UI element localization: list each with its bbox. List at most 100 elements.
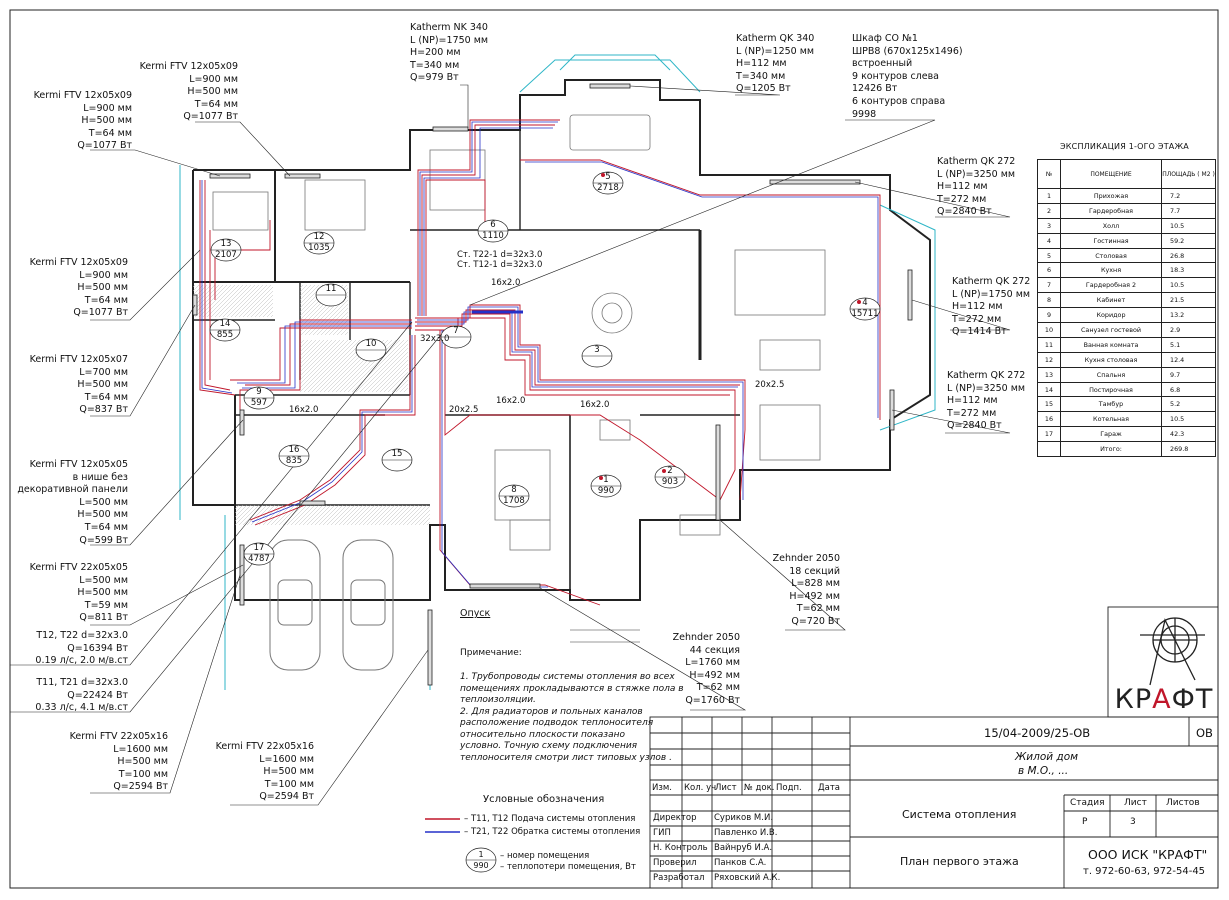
title-block-column-header: № док. [744, 783, 775, 793]
sheet-value: 3 [1130, 817, 1136, 827]
table-cell: 11 [1037, 336, 1061, 353]
pipe-label-riser-t12: Ст. Т12-1 d=32x3.0 [457, 260, 543, 270]
pipe-label: 16x2.0 [289, 405, 319, 415]
explication-title: ЭКСПЛИКАЦИЯ 1-ОГО ЭТАЖА [1060, 142, 1189, 151]
notes-title: Примечание: [460, 648, 522, 658]
table-cell: Столовая [1060, 247, 1162, 264]
table-cell: 6.8 [1161, 381, 1216, 398]
convector-callout: Katherm QK 272 L (NP)=3250 мм H=112 мм T… [947, 370, 1026, 432]
table-cell: Коридор [1060, 307, 1162, 324]
table-row: Итого:269.8 [1037, 441, 1216, 458]
table-cell: 12.4 [1161, 351, 1216, 368]
doc-code: 15/04-2009/25-ОВ [984, 726, 1091, 740]
logo-text: КРАФТ [1114, 684, 1214, 715]
table-cell: 9 [1037, 307, 1061, 324]
section-code: ОВ [1196, 726, 1213, 740]
table-cell: Гардеробная 2 [1060, 277, 1162, 294]
convector-callout: Katherm QK 272 L (NP)=3250 мм H=112 мм T… [937, 156, 1016, 218]
room-number: 12 [313, 232, 325, 242]
table-cell: 269.8 [1161, 441, 1216, 458]
staff-role: ГИП [653, 828, 671, 838]
room-number: 10 [365, 339, 377, 349]
table-cell: Прихожая [1060, 188, 1162, 204]
room-number: 5 [605, 172, 611, 182]
notes-body: 1. Трубопроводы системы отопления во все… [460, 672, 684, 763]
sheets-label: Листов [1166, 798, 1200, 808]
table-cell: Ванная комната [1060, 336, 1162, 353]
title-block-column-header: Подп. [776, 783, 802, 793]
title-block-grid [649, 606, 1219, 889]
object-location: в М.О., ... [1018, 765, 1069, 777]
garage-cars [269, 539, 394, 671]
system-name: Система отопления [902, 808, 1017, 821]
table-cell: Спальня [1060, 366, 1162, 383]
sheet-name: План первого этажа [900, 855, 1019, 868]
table-cell: 5.2 [1161, 396, 1216, 413]
table-cell: Итого: [1060, 441, 1162, 458]
title-block-column-header: Кол. уч [684, 783, 717, 793]
room-heat-loss: 2107 [215, 250, 237, 260]
table-cell: Кухня [1060, 262, 1162, 279]
pipe-label: 20x2.5 [755, 380, 785, 390]
company-name: ООО ИСК "КРАФТ" [1088, 847, 1208, 862]
pipe-label: 20x2.5 [449, 405, 479, 415]
table-cell: 9.7 [1161, 366, 1216, 383]
return-pipes [201, 121, 879, 588]
room-number: 14 [219, 319, 231, 329]
table-cell: 8 [1037, 292, 1061, 309]
table-cell: 1 [1037, 188, 1061, 204]
room-number: 9 [256, 387, 262, 397]
thermostat-markers [599, 173, 861, 480]
staff-name: Панков С.А. [714, 858, 767, 868]
table-cell: 26.8 [1161, 247, 1216, 264]
legend-tag-heatloss: 990 [473, 861, 489, 870]
convector-callout: Katherm NK 340 L (NP)=1750 мм H=200 мм T… [410, 22, 489, 84]
pipe-label: 16x2.0 [496, 396, 526, 406]
legend-tag-number: 1 [478, 850, 484, 859]
column-header: № [1037, 159, 1061, 189]
staff-name: Суриков М.И. [714, 813, 774, 823]
table-cell: 2.9 [1161, 322, 1216, 338]
title-block-column-header: Дата [818, 783, 841, 793]
table-cell: 13 [1037, 366, 1061, 383]
room-number: 11 [325, 284, 337, 294]
room-heat-loss: 835 [285, 456, 303, 466]
table-cell: 7.7 [1161, 202, 1216, 219]
logo-mark [1140, 617, 1205, 686]
room-number: 7 [453, 326, 459, 336]
table-cell: 21.5 [1161, 292, 1216, 309]
table-cell: Котельная [1060, 411, 1162, 428]
stage-label: Стадия [1070, 798, 1105, 808]
object-name: Жилой дом [1015, 751, 1079, 763]
column-header: ПОМЕЩЕНИЕ [1060, 159, 1162, 189]
stage-value: Р [1082, 817, 1088, 827]
room-heat-loss: 1035 [308, 243, 330, 253]
manifold-callout: Шкаф СО №1 ШРВ8 (670х125х1496) встроенны… [852, 33, 963, 120]
column-header: ПЛОЩАДЬ ( М2 ) [1161, 159, 1216, 189]
pipe-label: 16x2.0 [491, 278, 521, 288]
convector-callout: Katherm QK 340 L (NP)=1250 мм H=112 мм T… [736, 33, 815, 95]
table-cell: Кухня столовая [1060, 351, 1162, 368]
furniture [212, 114, 826, 643]
legend-supply: – Т11, Т12 Подача системы отопления [464, 814, 636, 824]
staff-name: Вайнруб И.А. [714, 843, 773, 853]
table-cell: Санузел гостевой [1060, 322, 1162, 338]
staff-role: Разработал [653, 873, 705, 883]
sheet-label: Лист [1124, 798, 1147, 808]
convector-callout: Katherm QK 272 L (NP)=1750 мм H=112 мм T… [952, 276, 1031, 338]
company-phones: т. 972-60-63, 972-54-45 [1083, 866, 1206, 877]
radiator-callout: Zehnder 2050 18 секций L=828 мм H=492 мм… [772, 553, 840, 627]
table-cell: 42.3 [1161, 426, 1216, 443]
room-heat-loss: 903 [661, 477, 679, 487]
